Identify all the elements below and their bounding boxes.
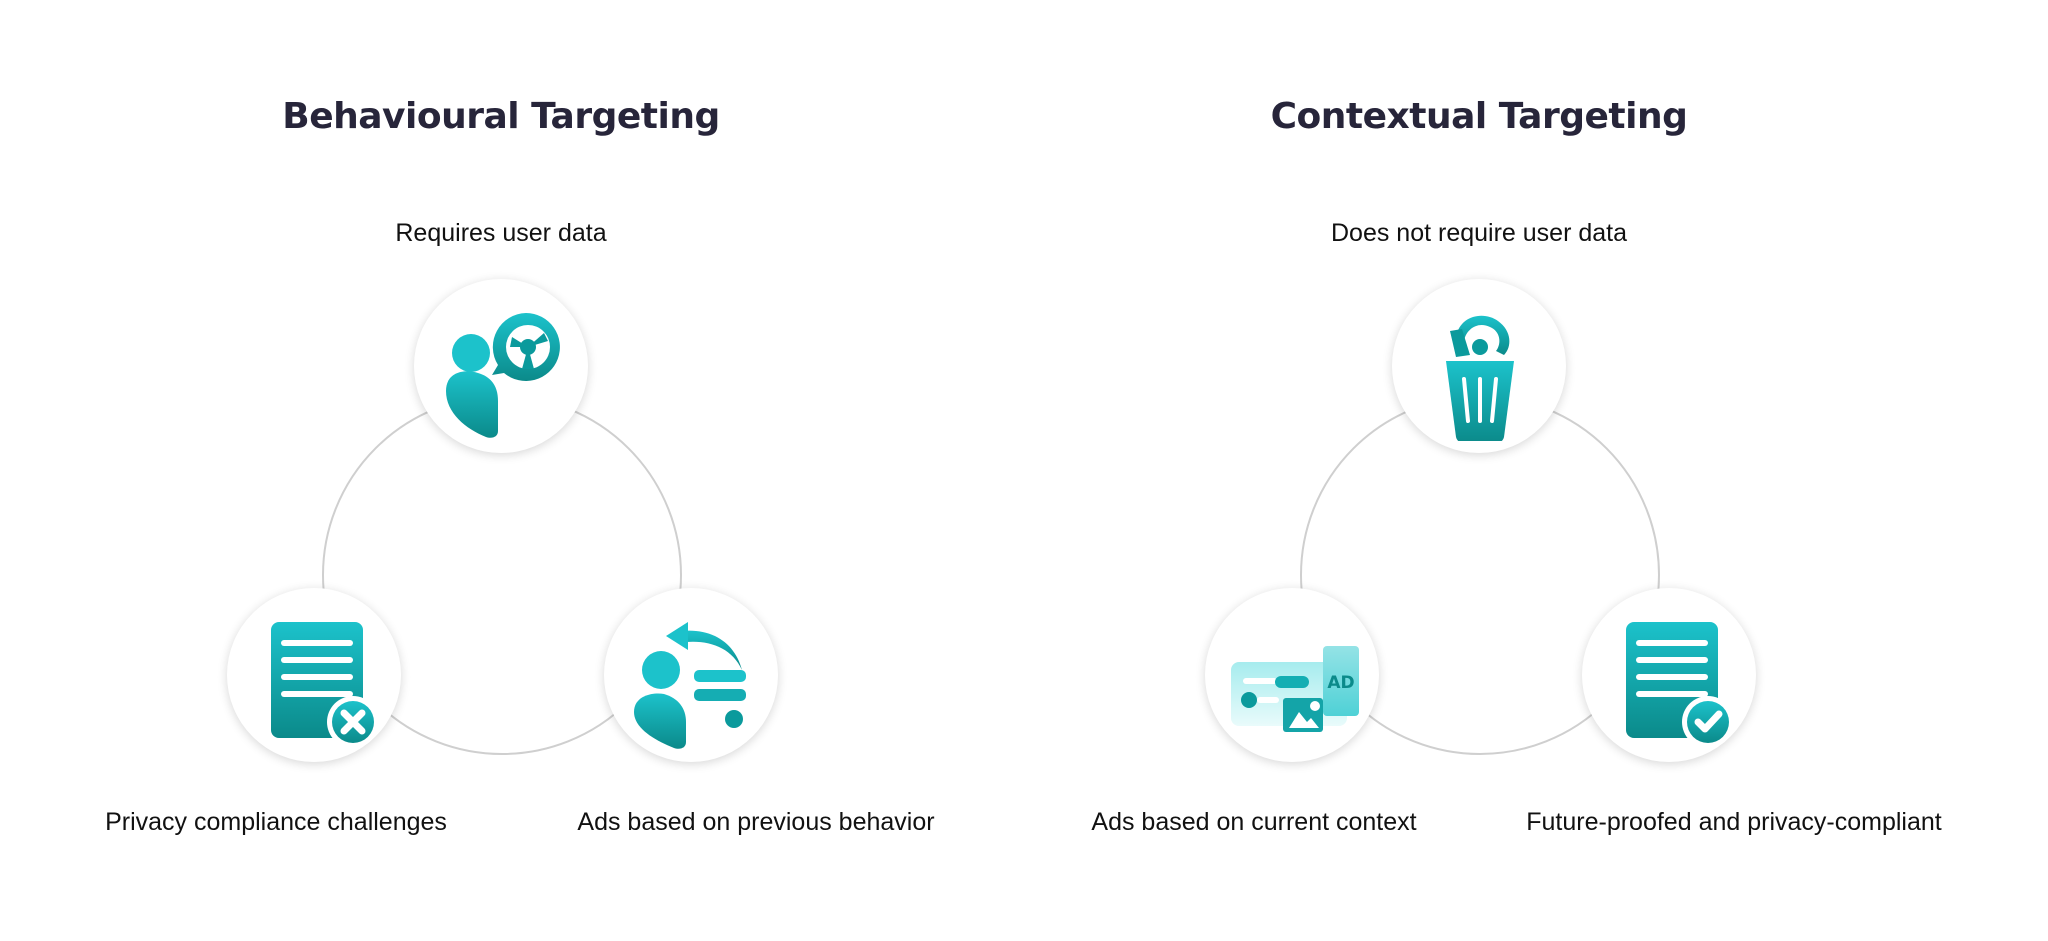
node-label-future-proofed: Future-proofed and privacy-compliant bbox=[1526, 808, 1942, 836]
node-future-proofed bbox=[1582, 588, 1756, 762]
node-privacy-compliance bbox=[227, 588, 401, 762]
node-label-previous-behavior: Ads based on previous behavior bbox=[577, 808, 935, 836]
trash-with-data-chart-icon bbox=[1446, 315, 1514, 441]
svg-text:AD: AD bbox=[1327, 673, 1354, 693]
behavioural-targeting-panel: Behavioural Targeting Requires user data bbox=[1, 0, 1001, 941]
document-with-check-icon bbox=[1626, 622, 1734, 748]
document-with-x-icon bbox=[271, 622, 379, 748]
user-history-arrow-icon bbox=[634, 622, 746, 749]
node-requires-user-data bbox=[414, 279, 588, 453]
panel-title: Contextual Targeting bbox=[1270, 96, 1688, 137]
node-current-context: AD bbox=[1205, 588, 1379, 762]
contextual-targeting-panel: Contextual Targeting Does not require us… bbox=[979, 0, 1979, 941]
top-node-label: Does not require user data bbox=[1330, 219, 1627, 247]
panel-title: Behavioural Targeting bbox=[282, 96, 720, 137]
user-with-data-chart-icon bbox=[446, 313, 560, 438]
node-previous-behavior bbox=[604, 588, 778, 762]
ad-banner-icon: AD bbox=[1231, 646, 1359, 732]
node-label-privacy-compliance: Privacy compliance challenges bbox=[105, 808, 447, 836]
node-no-user-data bbox=[1392, 279, 1566, 453]
node-label-current-context: Ads based on current context bbox=[1091, 808, 1417, 836]
top-node-label: Requires user data bbox=[395, 219, 607, 247]
